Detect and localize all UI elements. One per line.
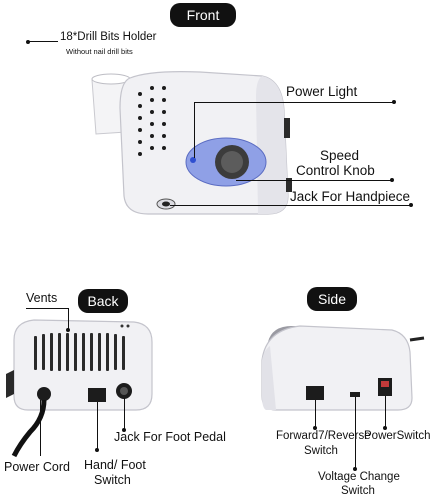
handpiece-jack-label: Jack For Handpiece bbox=[290, 189, 411, 204]
handpiece-jack-line bbox=[170, 205, 410, 206]
speed-knob-label-1: Speed bbox=[320, 148, 360, 163]
vents-dot bbox=[66, 328, 70, 332]
foot-pedal-dot bbox=[122, 428, 126, 432]
drill-holder-line bbox=[28, 41, 58, 42]
speed-knob-dot bbox=[390, 178, 394, 182]
power-cord-label: Power Cord bbox=[4, 460, 70, 474]
foot-pedal-drop bbox=[124, 398, 125, 430]
power-light-line bbox=[194, 102, 394, 103]
hand-foot-label-1: Hand/ Foot bbox=[84, 458, 146, 472]
fwd-rev-label-2: Switch bbox=[304, 445, 338, 457]
drill-holder-label: 18*Drill Bits Holder bbox=[60, 31, 157, 43]
fwd-rev-drop bbox=[315, 400, 316, 428]
voltage-label-2: Switch bbox=[341, 485, 375, 497]
power-light-dot bbox=[392, 100, 396, 104]
drill-holder-note: Without nail drill bits bbox=[66, 47, 133, 56]
side-title: Side bbox=[307, 287, 357, 311]
speed-knob-label-2: Control Knob bbox=[296, 163, 375, 178]
voltage-label-1: Voltage Change bbox=[318, 471, 400, 483]
power-switch-drop bbox=[385, 396, 386, 428]
hand-foot-dot bbox=[95, 448, 99, 452]
power-cord-drop bbox=[40, 400, 41, 456]
power-light-drop bbox=[194, 102, 195, 158]
hand-foot-drop bbox=[97, 402, 98, 450]
vents-drop bbox=[68, 308, 69, 330]
hand-foot-label-2: Switch bbox=[94, 473, 131, 487]
power-light-label: Power Light bbox=[286, 84, 358, 99]
back-title: Back bbox=[78, 289, 128, 313]
speed-knob-line bbox=[236, 180, 392, 181]
vents-line bbox=[26, 308, 68, 309]
voltage-dot bbox=[353, 467, 357, 471]
front-title: Front bbox=[170, 3, 236, 27]
fwd-rev-label-1: Forward7/Reverse bbox=[276, 430, 371, 442]
power-switch-dot bbox=[383, 426, 387, 430]
fwd-rev-dot bbox=[313, 426, 317, 430]
drill-holder-dot bbox=[26, 40, 30, 44]
voltage-drop bbox=[355, 397, 356, 469]
power-switch-label: PowerSwitch bbox=[364, 430, 431, 442]
foot-pedal-label: Jack For Foot Pedal bbox=[114, 430, 226, 444]
vents-label: Vents bbox=[26, 291, 58, 305]
handpiece-jack-dot bbox=[409, 203, 413, 207]
